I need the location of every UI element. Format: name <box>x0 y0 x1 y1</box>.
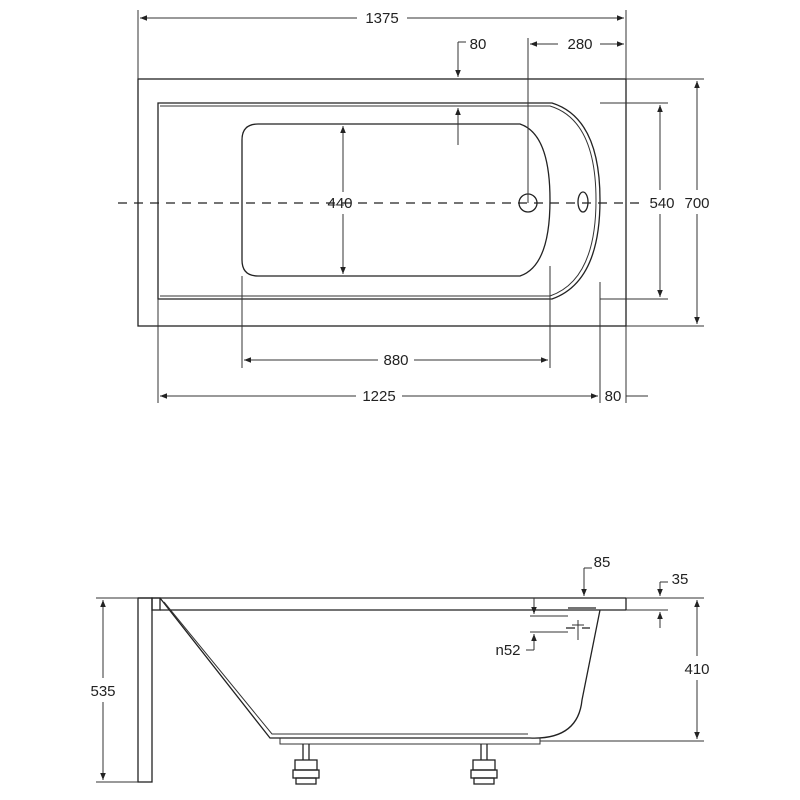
side-panel <box>137 597 153 783</box>
dim-inner-length: 880 <box>383 352 408 369</box>
dim-inner-width: 440 <box>327 195 352 212</box>
shell-inner-lip <box>160 105 597 297</box>
dim-end-rim: 80 <box>605 388 622 405</box>
dim-inner-shell-width: 540 <box>649 195 674 212</box>
dim-total-height: 535 <box>90 683 115 700</box>
dim-overall-length: 1375 <box>365 10 398 27</box>
inner-bottom-outline <box>241 123 551 277</box>
dim-tub-depth: 410 <box>684 661 709 678</box>
dim-rim-width-top: 80 <box>470 36 487 53</box>
foot-left <box>292 744 320 785</box>
foot-right <box>470 744 498 785</box>
base-plate <box>279 738 541 745</box>
dim-rim-thickness: 35 <box>672 571 689 588</box>
top-view: 1375 80 280 440 540 700 880 <box>118 10 710 405</box>
dim-overflow-diameter: n52 <box>495 642 520 659</box>
dim-drain-offset: 280 <box>567 36 592 53</box>
tub-body-outline <box>159 597 601 739</box>
dim-shell-length: 1225 <box>362 388 395 405</box>
dim-overflow-drop: 85 <box>594 554 611 571</box>
overflow-hole <box>577 191 589 213</box>
shell-outline <box>157 102 601 300</box>
dim-overall-width: 700 <box>684 195 709 212</box>
side-view: 535 410 85 35 n52 <box>90 554 710 785</box>
